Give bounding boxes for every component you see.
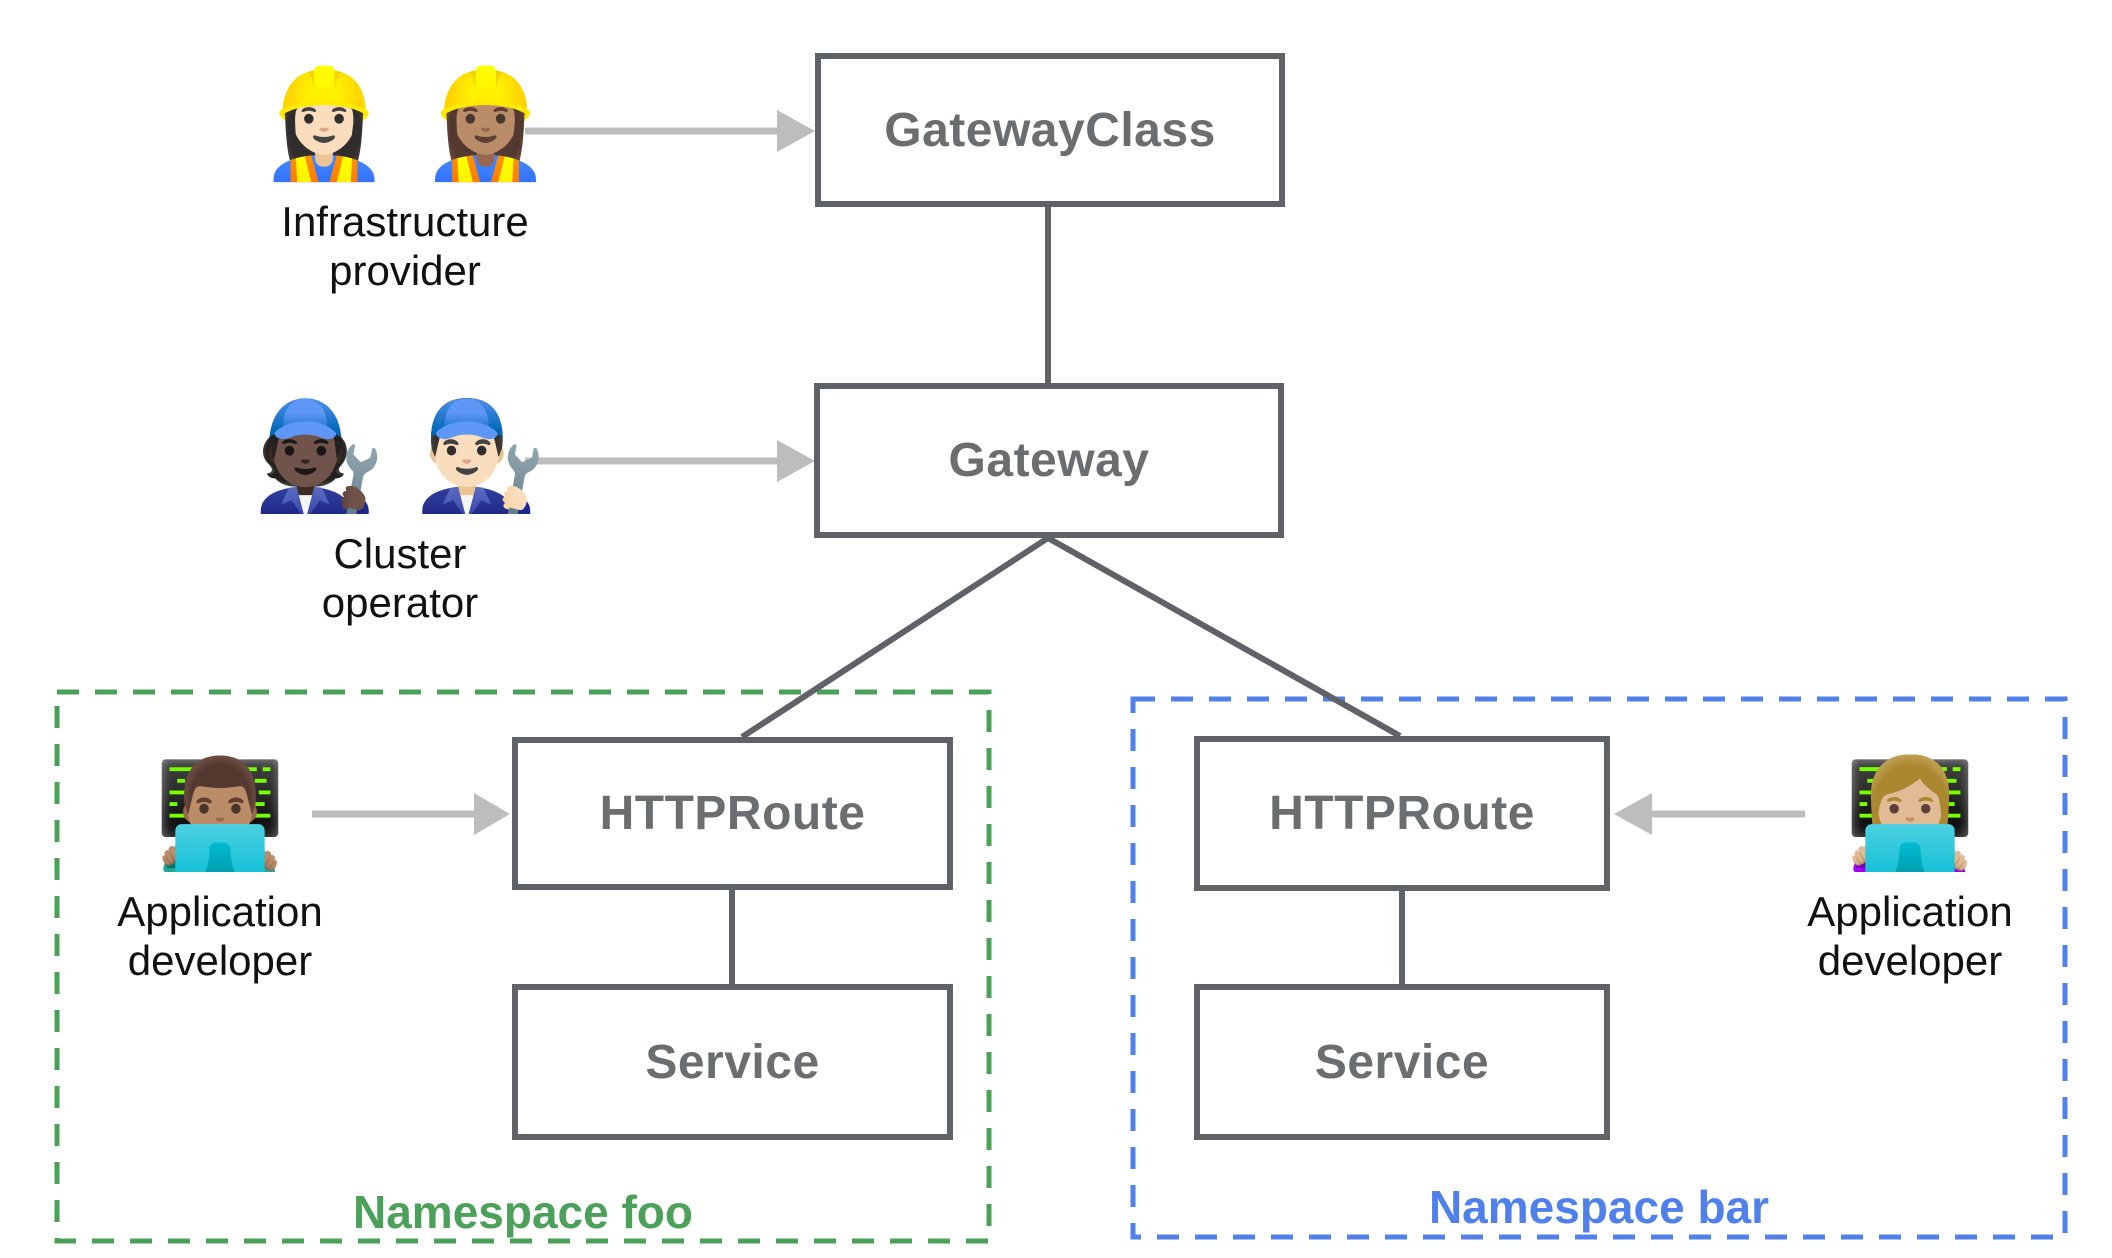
node-service-foo: Service	[512, 984, 953, 1140]
persona-app-developer-foo-label: Application developer	[117, 887, 323, 985]
namespace-bar-boundary	[1130, 696, 2068, 1240]
node-httproute-foo-label: HTTPRoute	[599, 787, 866, 840]
arrow-head-icon	[474, 793, 510, 835]
node-httproute-bar-label: HTTPRoute	[1269, 787, 1535, 840]
node-httproute-foo: HTTPRoute	[512, 737, 953, 890]
node-service-bar-label: Service	[1314, 1035, 1490, 1089]
namespace-bar-label: Namespace bar	[1428, 1181, 1770, 1233]
node-gateway: Gateway	[814, 383, 1284, 538]
node-gatewayclass-label: GatewayClass	[884, 103, 1216, 157]
persona-cluster-operator: 🧑🏿‍🔧 👨🏻‍🔧 Cluster operator	[150, 390, 650, 628]
arrow-app-developer-to-httproute-bar	[1614, 793, 1805, 835]
node-gateway-label: Gateway	[948, 434, 1150, 487]
persona-app-developer-bar: 👩🏼‍💻 Application developer	[1660, 748, 2112, 986]
woman-construction-worker-emoji-pair-icon: 👷🏻‍♀️ 👷🏽‍♀️	[258, 65, 552, 183]
node-gatewayclass: GatewayClass	[815, 53, 1285, 207]
arrow-head-icon	[1614, 793, 1652, 835]
mechanic-emoji-pair-icon: 🧑🏿‍🔧 👨🏻‍🔧	[253, 397, 547, 515]
persona-infrastructure-provider-label: Infrastructure provider	[281, 197, 529, 295]
arrow-head-icon	[777, 110, 815, 152]
node-service-bar: Service	[1194, 984, 1610, 1140]
namespace-foo-boundary	[54, 689, 992, 1244]
namespace-foo-label: Namespace foo	[352, 1186, 693, 1238]
man-technologist-emoji-icon: 👨🏽‍💻	[154, 755, 286, 873]
node-service-foo-label: Service	[645, 1035, 820, 1089]
arrow-head-icon	[777, 440, 815, 482]
persona-cluster-operator-label: Cluster operator	[321, 529, 479, 627]
arrow-cluster-operator-to-gateway	[525, 440, 815, 482]
persona-app-developer-bar-label: Application developer	[1807, 887, 2013, 985]
edge-gateway-httproute-foo	[740, 535, 1050, 740]
node-httproute-bar: HTTPRoute	[1194, 736, 1610, 891]
arrow-app-developer-to-httproute-foo	[312, 793, 510, 835]
persona-app-developer-foo: 👨🏽‍💻 Application developer	[0, 748, 470, 986]
persona-infrastructure-provider: 👷🏻‍♀️ 👷🏽‍♀️ Infrastructure provider	[155, 58, 655, 296]
arrow-infrastructure-provider-to-gatewayclass	[525, 110, 815, 152]
woman-technologist-emoji-icon: 👩🏼‍💻	[1844, 755, 1976, 873]
edge-gateway-httproute-bar	[1046, 535, 1402, 739]
